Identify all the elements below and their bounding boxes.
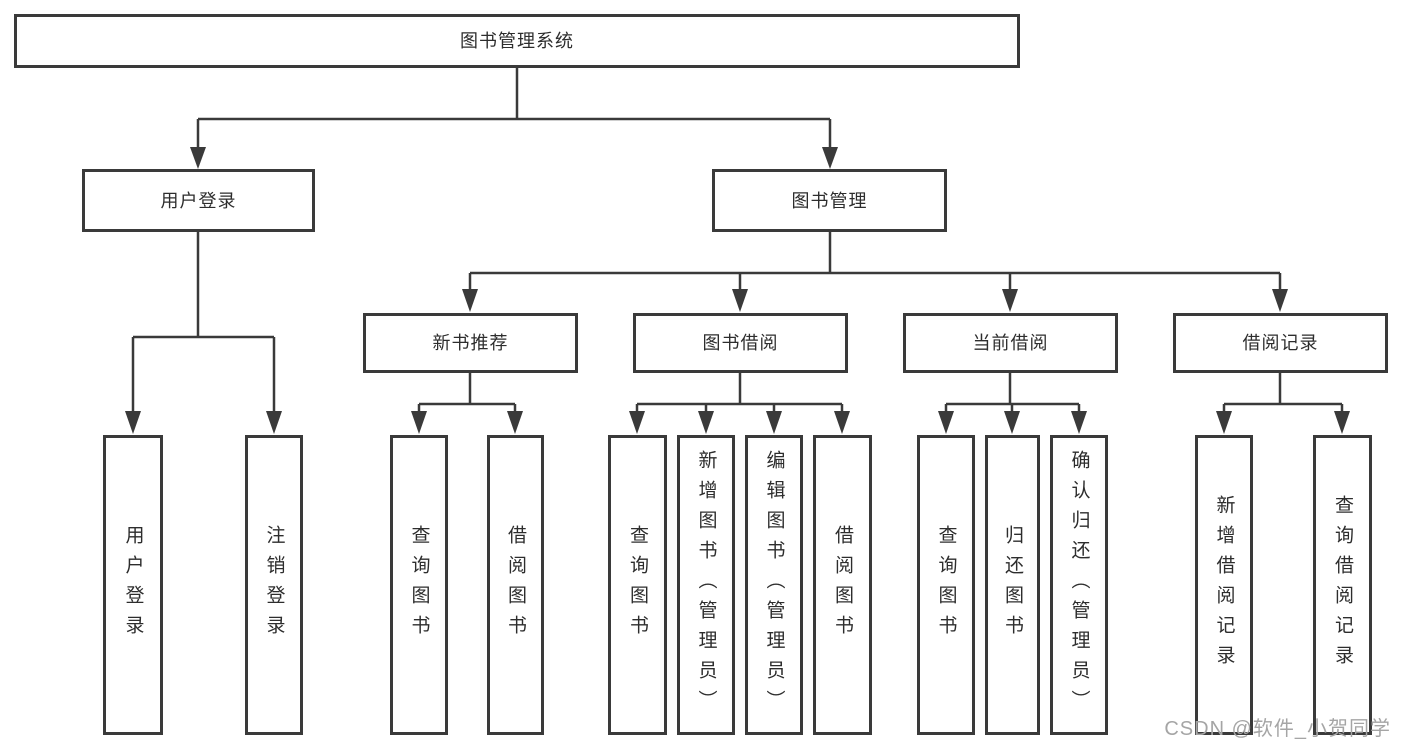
connector-current-borrow-children [938, 373, 1087, 434]
node-root-system: 图书管理系统 [14, 14, 1020, 68]
node-leaf-edit-book-admin: 编辑图书（管理员） [745, 435, 803, 735]
connector-book-borrow-children [629, 373, 850, 434]
node-leaf-query-books-recommend-label: 查询图书 [408, 525, 430, 645]
node-leaf-query-borrow-record-label: 查询借阅记录 [1332, 495, 1353, 675]
node-leaf-borrow-books-recommend: 借阅图书 [487, 435, 544, 735]
node-leaf-query-books-recommend: 查询图书 [390, 435, 448, 735]
node-new-book-recommend-label: 新书推荐 [432, 333, 509, 353]
node-leaf-confirm-return-admin-label: 确认归还（管理员） [1068, 450, 1090, 720]
node-leaf-borrow-books-recommend-label: 借阅图书 [505, 525, 526, 645]
node-new-book-recommend: 新书推荐 [363, 313, 578, 373]
node-leaf-add-borrow-record-label: 新增借阅记录 [1213, 495, 1235, 675]
node-user-login-label: 用户登录 [160, 190, 237, 211]
node-leaf-user-login-label: 用户登录 [122, 525, 144, 645]
connector-book-management-children [462, 232, 1288, 312]
node-leaf-query-books-current: 查询图书 [917, 435, 975, 735]
node-leaf-return-book: 归还图书 [985, 435, 1040, 735]
node-leaf-add-book-admin-label: 新增图书（管理员） [695, 450, 717, 720]
node-borrow-records: 借阅记录 [1173, 313, 1388, 373]
node-root-system-label: 图书管理系统 [460, 31, 574, 51]
node-book-management: 图书管理 [712, 169, 947, 232]
node-current-borrow-label: 当前借阅 [972, 333, 1049, 353]
node-leaf-logout-label: 注销登录 [263, 525, 285, 645]
connector-new-book-recommend-children [411, 373, 523, 434]
node-leaf-borrow-books-borrow: 借阅图书 [813, 435, 872, 735]
connector-root-to-level2 [190, 68, 838, 169]
node-leaf-query-books-current-label: 查询图书 [935, 525, 957, 645]
node-user-login: 用户登录 [82, 169, 315, 232]
node-leaf-edit-book-admin-label: 编辑图书（管理员） [763, 450, 785, 720]
node-current-borrow: 当前借阅 [903, 313, 1118, 373]
node-leaf-return-book-label: 归还图书 [1002, 525, 1023, 645]
node-leaf-query-books-borrow-label: 查询图书 [627, 525, 648, 645]
node-leaf-confirm-return-admin: 确认归还（管理员） [1050, 435, 1108, 735]
node-leaf-add-book-admin: 新增图书（管理员） [677, 435, 735, 735]
node-leaf-user-login: 用户登录 [103, 435, 163, 735]
node-leaf-query-borrow-record: 查询借阅记录 [1313, 435, 1372, 735]
node-book-management-label: 图书管理 [791, 190, 868, 211]
node-leaf-logout: 注销登录 [245, 435, 303, 735]
connector-borrow-records-children [1216, 373, 1350, 434]
node-book-borrow-label: 图书借阅 [702, 333, 779, 353]
node-book-borrow: 图书借阅 [633, 313, 848, 373]
connector-user-login-children [125, 232, 282, 434]
node-leaf-add-borrow-record: 新增借阅记录 [1195, 435, 1253, 735]
node-leaf-borrow-books-borrow-label: 借阅图书 [832, 525, 853, 645]
csdn-watermark: CSDN @软件_小贺同学 [1164, 718, 1391, 740]
node-leaf-query-books-borrow: 查询图书 [608, 435, 667, 735]
node-borrow-records-label: 借阅记录 [1242, 333, 1319, 353]
